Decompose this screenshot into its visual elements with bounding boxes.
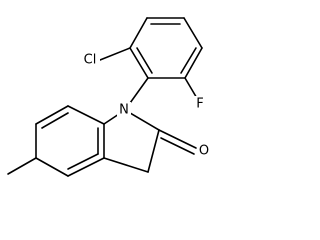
molecule-structure: Cl F N O xyxy=(7,17,211,177)
bond-ar-4 xyxy=(183,17,203,49)
bond-bz-4 xyxy=(35,157,69,177)
bond-ar-double-3 xyxy=(180,47,197,74)
benzo-ring xyxy=(35,105,105,177)
bond-ar-double-1 xyxy=(136,47,153,74)
aryl-ring xyxy=(129,17,203,79)
chlorine-label: Cl xyxy=(84,53,97,68)
bond-carbonyl-2 xyxy=(160,137,195,155)
fluorine-label: F xyxy=(196,97,203,112)
lactam-ring xyxy=(103,109,160,173)
atom-oxygen: O xyxy=(197,143,211,159)
bond-bz-double-2 xyxy=(67,153,99,170)
bond-c2-c3 xyxy=(147,129,160,173)
bond-c-cl xyxy=(99,47,131,61)
atom-nitrogen: N xyxy=(117,102,131,118)
atom-chlorine: Cl xyxy=(80,51,100,68)
bond-bz-2 xyxy=(35,105,69,125)
bond-ar-5 xyxy=(184,47,203,79)
bond-carbonyl-1 xyxy=(158,129,197,149)
bond-bz-1 xyxy=(67,105,105,125)
bond-methyl xyxy=(7,157,37,175)
atom-fluorine: F xyxy=(194,96,206,112)
bond-bz-5 xyxy=(67,157,105,177)
bond-bz-double-1 xyxy=(41,112,69,129)
nitrogen-label: N xyxy=(119,103,129,118)
bond-ar-2 xyxy=(129,17,148,49)
oxygen-label: O xyxy=(199,144,209,159)
bond-c3-c3a xyxy=(103,157,149,173)
bond-ar-1 xyxy=(129,47,149,79)
